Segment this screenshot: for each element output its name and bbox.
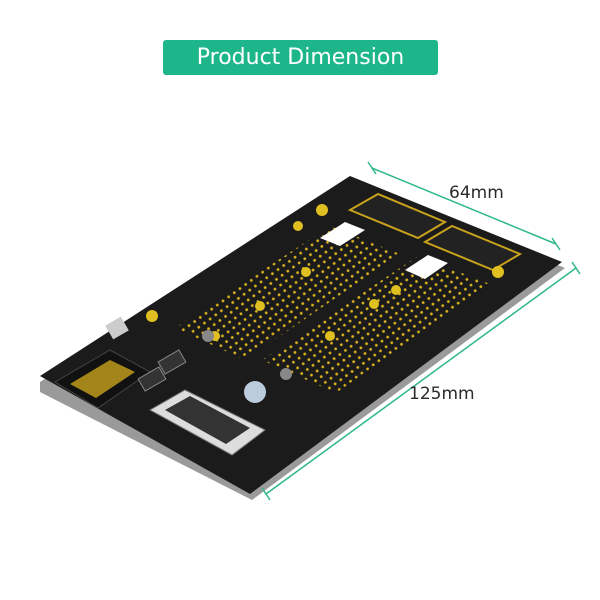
- m2-slot-area-2: [262, 256, 490, 393]
- cutout-1: [320, 222, 365, 246]
- dimension-lines: [261, 161, 581, 501]
- m2-connector-2: [422, 224, 523, 272]
- width-dimension-label: 64mm: [449, 183, 504, 203]
- usb-c-port: [105, 316, 129, 340]
- logo-sticker: [244, 381, 266, 403]
- length-dimension-label: 125mm: [409, 384, 475, 404]
- cutout-2: [405, 255, 448, 279]
- m2-connector-1: [347, 192, 448, 240]
- product-dimension-title: Product Dimension: [163, 40, 438, 75]
- m2-slot-area-1: [175, 226, 400, 360]
